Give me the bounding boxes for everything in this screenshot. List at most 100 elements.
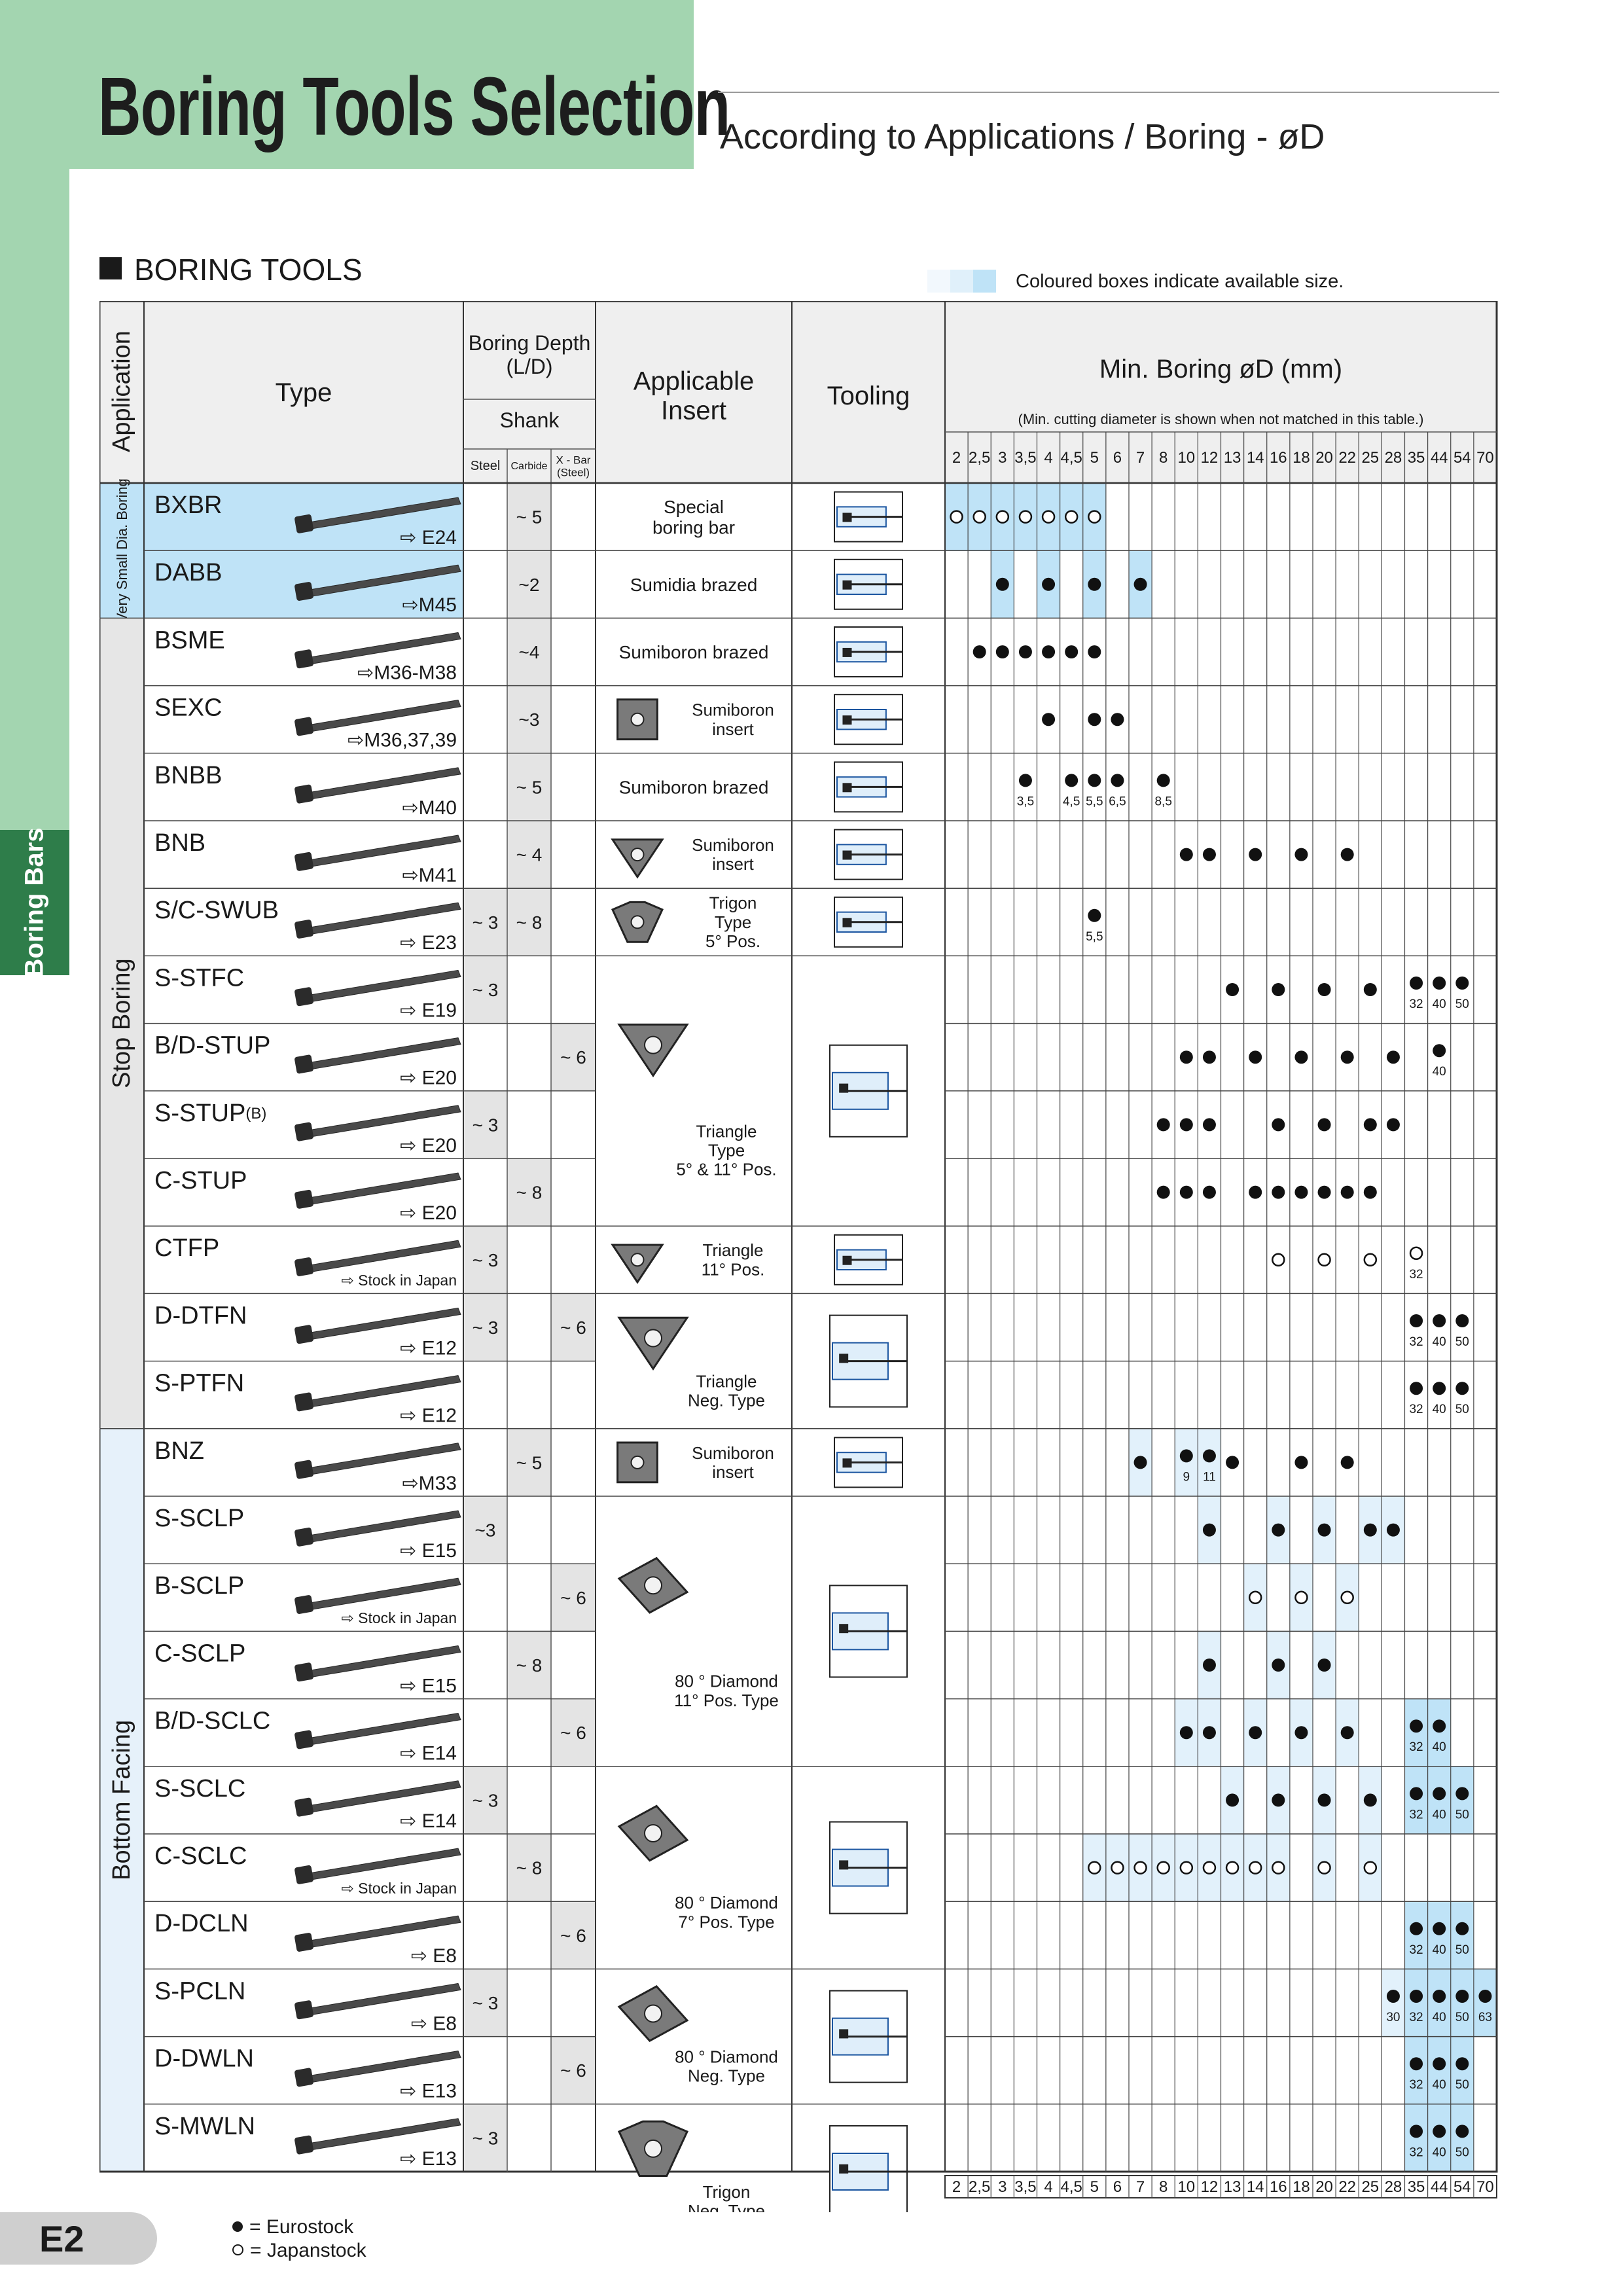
side-band	[0, 169, 69, 830]
tool-type-name: DABB	[154, 559, 222, 586]
tool-head-icon	[294, 2000, 313, 2020]
size-header: 25	[1361, 449, 1379, 467]
available-size-cell	[1427, 1698, 1451, 1767]
size-header: 2	[952, 449, 961, 467]
cutting-tip-icon	[842, 580, 852, 590]
insert-hole-icon	[644, 1823, 662, 1842]
side-tab-boring-bars[interactable]: Boring Bars	[0, 828, 69, 977]
tool-type-name: B/D-SCLC	[154, 1708, 270, 1735]
insert-hole-icon	[630, 1455, 645, 1469]
size-footer: 16	[1270, 2178, 1287, 2196]
eurostock-dot	[1410, 1314, 1423, 1327]
size-note: 4,5	[1063, 795, 1080, 808]
boring-bar-icon	[300, 2051, 461, 2085]
size-note: 3,5	[1017, 795, 1034, 808]
eurostock-dot	[1433, 1719, 1446, 1733]
page-reference-link: ⇨ E12	[400, 1405, 457, 1426]
eurostock-dot	[1317, 983, 1331, 996]
tool-head-icon	[294, 1797, 313, 1817]
size-header: 7	[1136, 449, 1145, 467]
size-header: 28	[1385, 449, 1402, 467]
eurostock-dot	[1202, 1726, 1216, 1740]
depth-steel: ~ 3	[473, 2128, 499, 2148]
page-reference-link: ⇨ E13	[400, 2147, 457, 2169]
size-footer: 4,5	[1061, 2178, 1082, 2196]
japanstock-dot	[1018, 510, 1033, 524]
japanstock-dot	[1317, 1253, 1331, 1267]
header-shank: Shank	[500, 408, 560, 432]
page-reference-link: ⇨M40	[402, 797, 457, 818]
page-reference-link: ⇨ E20	[400, 1202, 457, 1224]
tool-head-icon	[294, 1054, 313, 1074]
eurostock-dot	[1386, 1990, 1400, 2003]
eurostock-dot	[1202, 1523, 1216, 1537]
eurostock-dot	[1455, 2057, 1469, 2071]
depth-steel: ~ 3	[473, 1249, 499, 1270]
size-note: 50	[1455, 1403, 1469, 1416]
size-note: 50	[1455, 2078, 1469, 2092]
eurostock-dot	[1156, 774, 1170, 787]
japanstock-dot	[1272, 1861, 1285, 1874]
page-reference-link: ⇨ E23	[400, 932, 457, 954]
boring-bar-icon	[300, 1780, 461, 1814]
size-footer: 25	[1361, 2178, 1379, 2196]
depth-cell-bg	[463, 2104, 507, 2172]
insert-hole-icon	[630, 1253, 645, 1267]
eurostock-dot	[1065, 645, 1079, 658]
size-note: 32	[1409, 2011, 1423, 2024]
eurostock-dot	[1272, 1793, 1285, 1807]
depth-cell-bg	[507, 753, 551, 821]
size-header: 18	[1293, 449, 1310, 467]
size-header: 4,5	[1061, 449, 1082, 467]
eurostock-dot	[1088, 577, 1101, 591]
page-reference-link: ⇨ E13	[400, 2080, 457, 2102]
page-number-tab: E2	[0, 2212, 157, 2265]
size-header: 3	[998, 449, 1007, 467]
depth-xbar: ~ 6	[560, 1047, 586, 1067]
depth-cell-bg	[507, 1631, 551, 1699]
size-header: 10	[1177, 449, 1195, 467]
size-note: 40	[1433, 1740, 1446, 1754]
page-reference-link: ⇨M36-M38	[357, 662, 457, 683]
size-note: 5,5	[1086, 929, 1103, 943]
cutting-tip-icon	[842, 918, 852, 927]
cutting-tip-icon	[839, 1083, 849, 1093]
depth-cell-bg	[507, 550, 551, 619]
header-min-note: (Min. cutting diameter is shown when not…	[1018, 411, 1424, 427]
eurostock-dot	[1410, 1787, 1423, 1801]
legend-japanstock-text: = Japanstock	[250, 2240, 366, 2261]
size-footer: 10	[1177, 2178, 1195, 2196]
depth-cell-bg	[463, 1090, 507, 1158]
eurostock-dot	[1226, 1793, 1240, 1807]
size-note: 32	[1409, 2078, 1423, 2092]
size-note: 50	[1455, 1943, 1469, 1956]
tool-head-icon	[294, 1527, 313, 1547]
tool-head-icon	[294, 1730, 313, 1749]
filled-dot-icon	[232, 2221, 243, 2232]
depth-carbide: ~2	[519, 574, 540, 594]
size-footer: 44	[1431, 2178, 1448, 2196]
eurostock-dot	[1249, 1726, 1262, 1740]
size-note: 40	[1433, 1335, 1446, 1349]
application-group-label: Bottom Facing	[108, 1720, 135, 1880]
tool-type-name: CTFP	[154, 1234, 219, 1262]
size-note: 32	[1409, 1267, 1423, 1281]
eurostock-dot	[1202, 1659, 1216, 1672]
tool-head-icon	[294, 1460, 313, 1479]
insert-hole-icon	[630, 848, 645, 862]
tool-type-name: D-DWLN	[154, 2045, 254, 2073]
size-header: 6	[1113, 449, 1122, 467]
eurostock-dot	[1088, 908, 1101, 922]
depth-cell-bg	[507, 888, 551, 956]
eurostock-dot	[1340, 1726, 1354, 1740]
depth-cell-bg	[551, 1901, 596, 1969]
eurostock-dot	[1433, 1787, 1446, 1801]
depth-xbar: ~ 6	[560, 1318, 586, 1338]
depth-cell-bg	[507, 1428, 551, 1496]
boring-bar-icon	[300, 969, 461, 1003]
depth-xbar: ~ 6	[560, 1925, 586, 1945]
tool-head-icon	[294, 987, 313, 1007]
